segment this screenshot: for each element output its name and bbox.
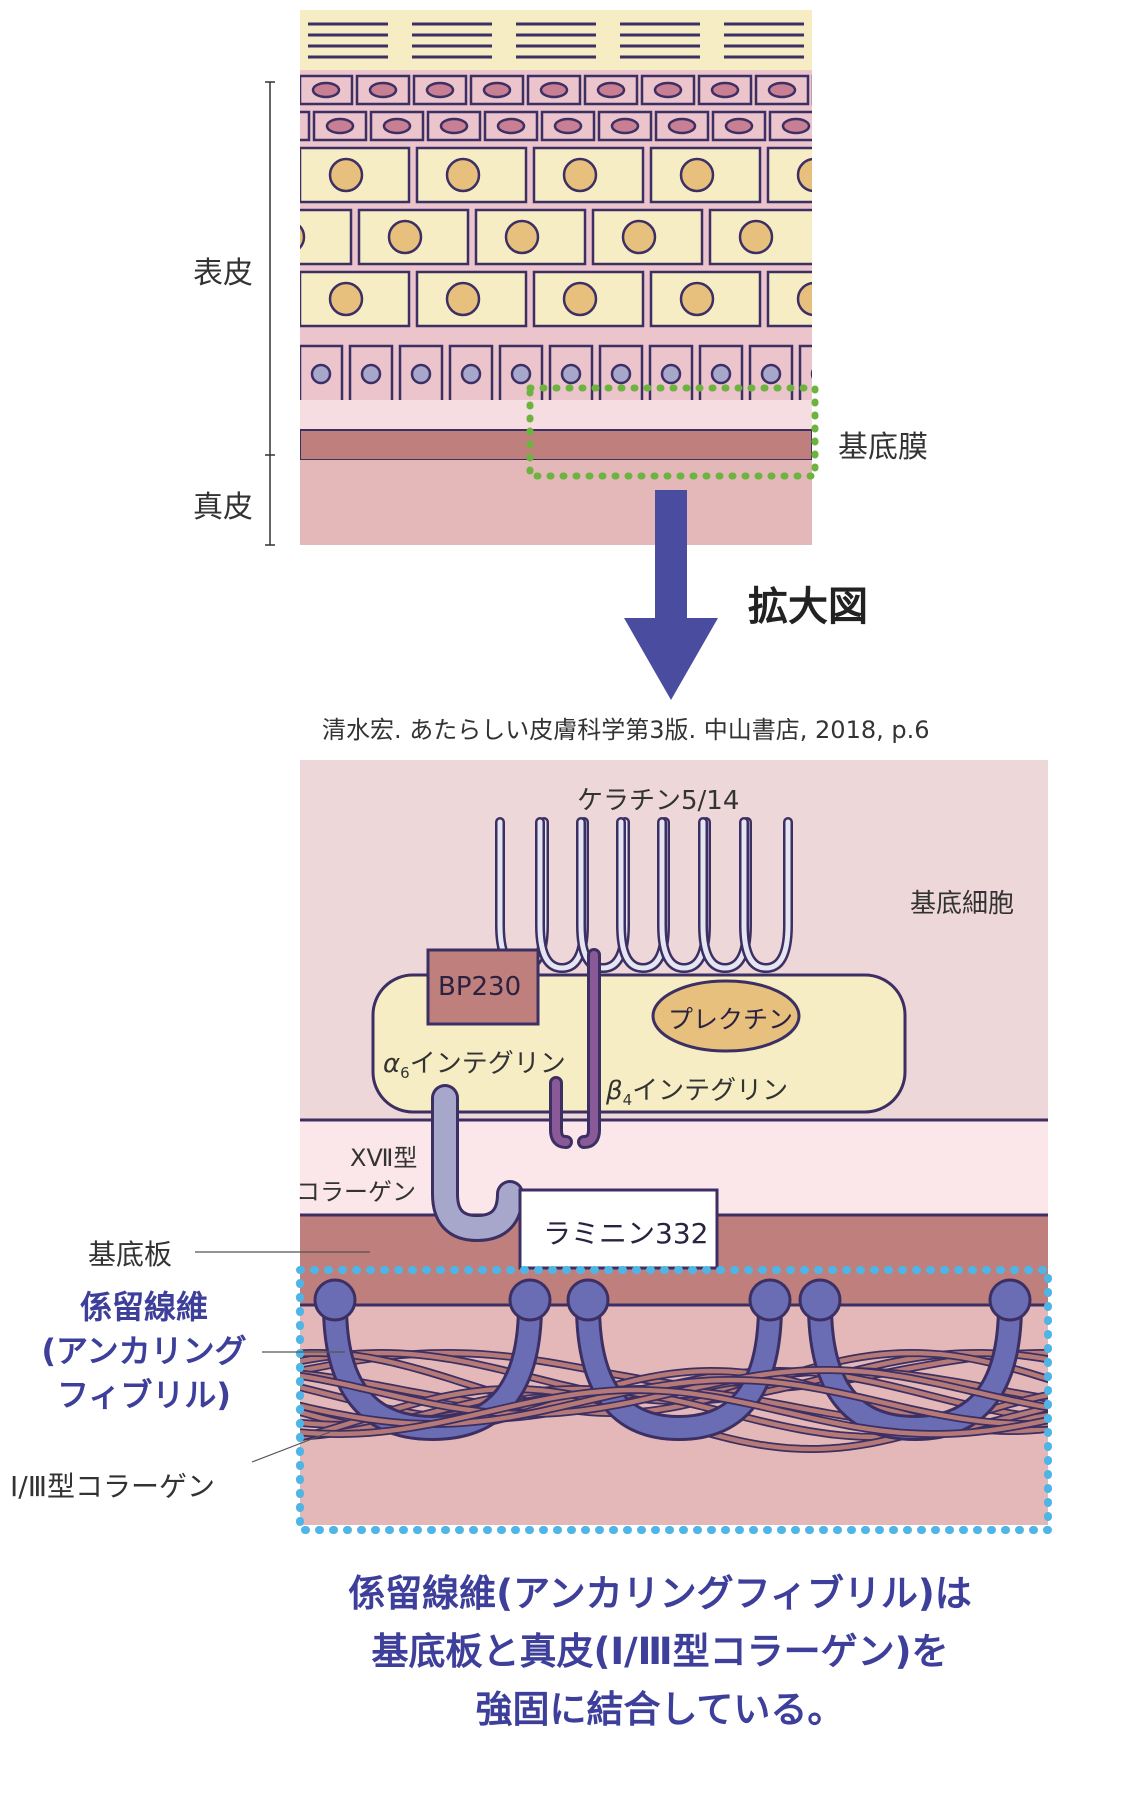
laminin-label: ラミニン332 [543,1217,709,1250]
keratin-filaments [495,817,793,974]
basement-membrane-band [300,429,812,461]
beta4-integrin [549,948,601,1149]
dermis-band [300,460,812,545]
collagen13-label: Ⅰ/Ⅲ型コラーゲン [10,1470,215,1503]
plectin-label: プレクチン [668,1005,794,1034]
bp230-label: BP230 [438,972,522,1002]
alpha6-integrin-label: α6インテグリン [383,1049,566,1083]
collagen17-label-line2: コラーゲン [296,1178,416,1206]
anchoring-fibril-label: 係留線維 (アンカリング フィブリル) [41,1288,247,1414]
basement-membrane-selection [526,384,819,480]
epidermis-block [300,10,812,545]
summary-caption: 係留線維(アンカリングフィブリル)は 基底板と真皮(Ⅰ/Ⅲ型コラーゲン)を 強固… [348,1572,972,1731]
basal-lamina-label: 基底板 [88,1238,173,1271]
epidermis-label: 表皮 [193,256,253,291]
anchoring-fibrils [300,1278,1048,1442]
laminin-box [518,1188,719,1270]
beta4-integrin-label: β4インテグリン [606,1076,789,1110]
dimension-line [265,81,275,546]
collagen-leader [251,1431,331,1463]
plectin-shape [651,979,801,1053]
collagen17-hook [431,1084,524,1243]
anchoring-selection [296,1266,1052,1534]
bp230-box [426,948,540,1026]
zoom-arrow [624,490,718,700]
citation-text: 清水宏. あたらしい皮膚科学第3版. 中山書店, 2018, p.6 [322,716,930,744]
collagen17-label-line1: ⅩⅦ型 [350,1144,418,1172]
basement-membrane-label: 基底膜 [838,430,928,465]
dermis-label: 真皮 [193,490,253,525]
basal-cell-label: 基底細胞 [910,889,1015,919]
keratin-label: ケラチン5/14 [577,786,740,816]
zoom-label: 拡大図 [748,584,868,630]
